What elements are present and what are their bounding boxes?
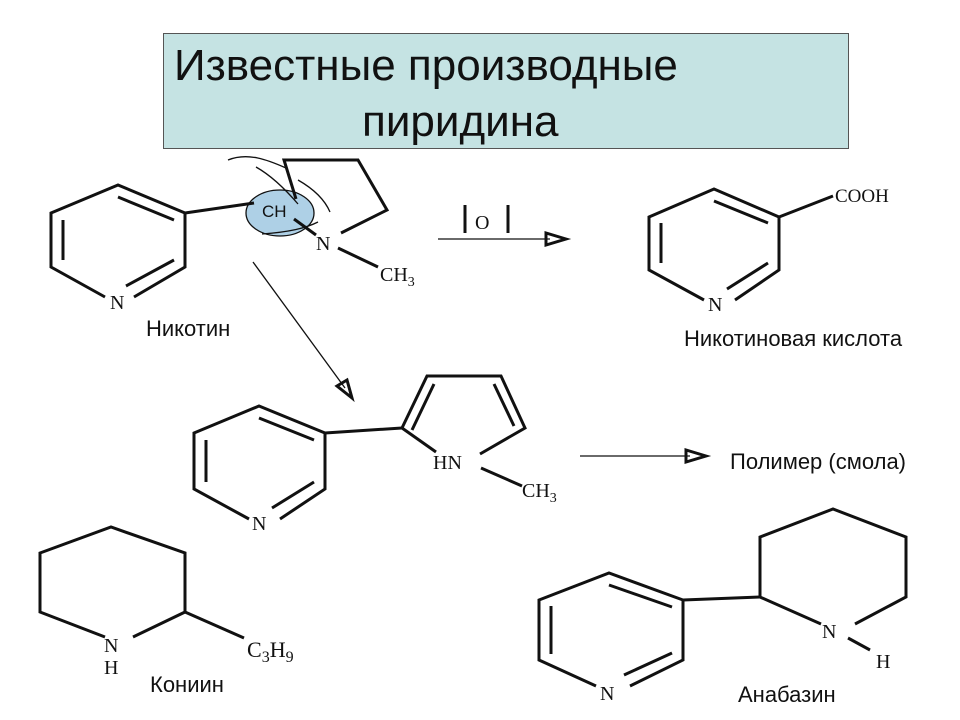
pyrrole-double-bond xyxy=(410,383,436,431)
ring-double-bond xyxy=(271,480,315,510)
nicotine-link-bond xyxy=(184,201,255,215)
pyridine-ring-bonds xyxy=(647,187,781,302)
anabasine-pyridine-n: N xyxy=(600,683,614,705)
cut-mark xyxy=(255,166,299,205)
link-bond xyxy=(682,595,761,602)
c3h9-c: C xyxy=(247,637,262,662)
pyrrole-ring-bonds xyxy=(400,374,527,456)
methyl-bond xyxy=(480,466,523,488)
caption-nicotinic-acid: Никотиновая кислота xyxy=(684,326,903,351)
nicotine-ch3: CH3 xyxy=(380,264,415,290)
pyrrole-double-bond xyxy=(492,383,516,427)
arrow-head xyxy=(544,230,572,248)
pyrrolidine-ring-bonds xyxy=(281,158,390,235)
c3h9-sub9: 9 xyxy=(286,649,294,666)
ch3-main: CH xyxy=(522,480,550,502)
methyl-bond xyxy=(337,246,379,269)
nh-bond xyxy=(847,636,871,652)
ring-double-bond xyxy=(623,651,673,677)
title-line-1: Известные производные xyxy=(174,41,678,90)
anabasine-nh-h: H xyxy=(876,651,890,673)
ring-double-bond xyxy=(258,416,315,442)
ch3-subscript: 3 xyxy=(408,275,415,290)
ring-double-bond xyxy=(713,199,769,225)
pyrrole-intermediate-structure: N HN CH3 xyxy=(192,374,557,535)
ch3-subscript: 3 xyxy=(550,491,557,506)
anabasine-structure: N N H xyxy=(537,507,908,705)
pyrrole-bond xyxy=(401,426,437,454)
nicotine-ch-label: CH xyxy=(262,202,287,221)
diagonal-arrow xyxy=(252,261,355,403)
cut-mark xyxy=(227,156,287,169)
c3h9-h: H xyxy=(270,637,286,662)
link-bond xyxy=(324,426,403,435)
pyridine-ring-bonds xyxy=(49,183,187,299)
hn-label: HN xyxy=(433,452,462,474)
oxidant-label: O xyxy=(475,212,489,234)
piperidine-ring-bonds xyxy=(758,507,908,626)
caption-polymer: Полимер (смола) xyxy=(730,449,906,474)
polymer-arrow xyxy=(580,447,712,465)
c3h9-label: C3H9 xyxy=(247,637,294,666)
pyridine-ring-bonds xyxy=(192,404,327,521)
ring-double-bond xyxy=(117,195,175,222)
arrow-head xyxy=(684,447,712,465)
highlight-ellipse xyxy=(245,189,315,237)
coniine-structure: N H C3H9 xyxy=(38,525,294,679)
nicotine-pyridine-n: N xyxy=(110,292,124,314)
cooh-label: COOH xyxy=(835,186,889,207)
nicotinic-acid-structure: N COOH xyxy=(647,186,889,316)
ring-double-bond xyxy=(125,258,175,288)
intermediate-pyridine-n: N xyxy=(252,513,266,535)
caption-anabasine: Анабазин xyxy=(738,682,836,707)
propyl-bond xyxy=(184,610,245,640)
caption-nicotine: Никотин xyxy=(146,316,231,341)
nicotinic-acid-n: N xyxy=(708,294,722,316)
intermediate-ch3: CH3 xyxy=(522,480,557,506)
cut-mark xyxy=(297,179,331,213)
ch3-main: CH xyxy=(380,264,408,286)
nicotine-pyrrolidine-n: N xyxy=(316,233,330,255)
ring-double-bond xyxy=(608,583,673,609)
title-line-2: пиридина xyxy=(362,97,559,146)
oxidation-arrow: O xyxy=(438,205,572,248)
coniine-nh-h: H xyxy=(104,657,118,679)
carboxyl-bond xyxy=(778,194,834,219)
nicotine-structure: N CH N CH3 xyxy=(49,156,415,314)
c3h9-sub3: 3 xyxy=(262,649,270,666)
pyridine-ring-bonds xyxy=(537,571,685,688)
arrow-shaft xyxy=(252,261,346,389)
title-box xyxy=(163,33,849,149)
piperidine-ring-bonds xyxy=(38,525,187,639)
anabasine-piperidine-n: N xyxy=(822,621,836,643)
coniine-n: N xyxy=(104,635,118,657)
ring-double-bond xyxy=(726,261,769,291)
caption-coniine: Кониин xyxy=(150,672,224,697)
arrow-head xyxy=(334,377,355,403)
cut-mark xyxy=(261,221,319,235)
